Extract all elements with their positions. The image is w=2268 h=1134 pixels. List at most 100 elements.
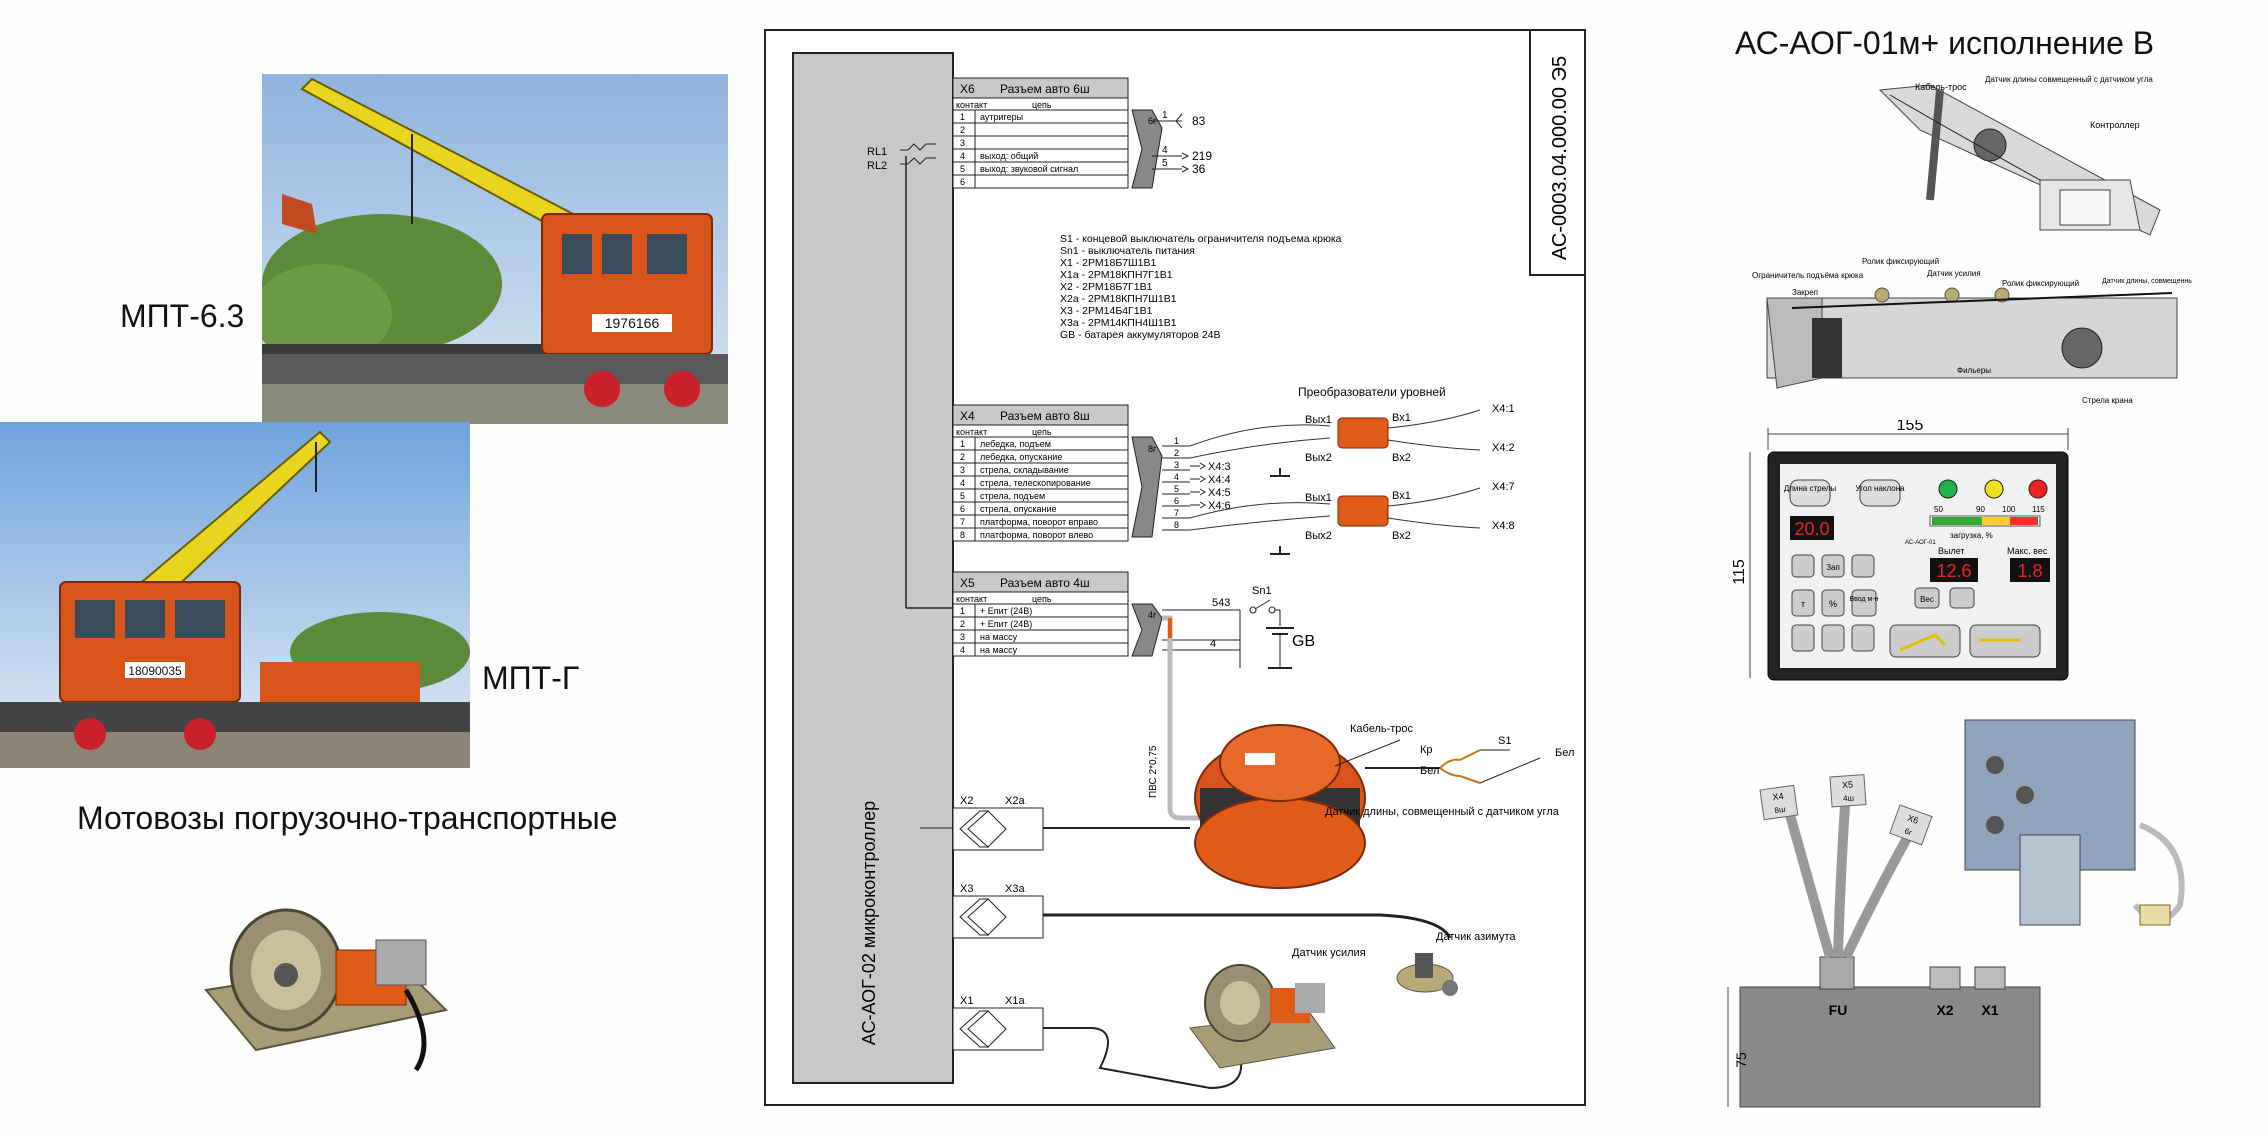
btn-zap[interactable]: Зап (1826, 563, 1840, 572)
connector-label: X1a (1005, 995, 1025, 1007)
svg-text:543: 543 (1212, 597, 1230, 609)
table-cell: 2 (960, 125, 965, 135)
load-scale-tick: 50 (1934, 505, 1943, 514)
btn-arrows[interactable] (1949, 587, 1975, 609)
table-cell: 5 (960, 491, 965, 501)
converters-title: Преобразователи уровней (1298, 385, 1446, 399)
connector-label: X2 (960, 795, 973, 807)
cable-rope-label: Кабель-трос (1350, 723, 1414, 735)
svg-text:контакт: контакт (956, 427, 987, 437)
load-scale-tick: 90 (1976, 505, 1985, 514)
btn-boom-left[interactable] (1889, 624, 1961, 658)
btn-tool[interactable] (1791, 554, 1815, 578)
table-cell: платформа, поворот вправо (980, 517, 1098, 527)
doc-number: АС-0003.04.000.00 Э5 (1549, 56, 1571, 260)
legend-line: X3a - 2РМ14КПН4Ш1В1 (1060, 317, 1177, 329)
x4-output: X4:6 (1208, 500, 1231, 512)
table-cell: на массу (980, 645, 1018, 655)
table-cell: 6 (960, 504, 965, 514)
conv-output: X4:1 (1492, 403, 1515, 415)
wire-number: 1 (1174, 436, 1179, 446)
svg-text:4ш: 4ш (1843, 793, 1854, 803)
table-cell: + Епит (24В) (980, 619, 1032, 629)
btn-down[interactable] (1821, 624, 1845, 652)
table-cell: 2 (960, 619, 965, 629)
load-scale-tick: 115 (2032, 505, 2045, 514)
table-cell: 4 (960, 645, 965, 655)
load-scale-tick: 100 (2002, 505, 2016, 514)
crane-mpt-g-photo: 18090035 (0, 422, 470, 768)
svg-text:X6: X6 (1906, 813, 1920, 826)
box-x2: X2 (1936, 1002, 1953, 1018)
table-cell: 4 (960, 478, 965, 488)
table-cell: стрела, складывание (980, 465, 1069, 475)
wiring-schematic: АС-0003.04.000.00 Э5 АС-АОГ-02 микроконт… (764, 29, 1586, 1106)
relay-rl2: RL2 (867, 160, 887, 172)
btn-crane[interactable] (1851, 554, 1875, 578)
azimuth-sensor-label: Датчик азимута (1436, 931, 1516, 943)
svg-text:Бел: Бел (1555, 747, 1574, 759)
svg-text:36: 36 (1192, 162, 1206, 176)
conv-label: Вых1 (1305, 414, 1332, 426)
connector-label: X3a (1005, 883, 1025, 895)
wire-number: 6 (1174, 496, 1179, 506)
relay-rl1: RL1 (867, 146, 887, 158)
svg-text:Разъем авто 8ш: Разъем авто 8ш (1000, 409, 1090, 423)
box-height-dim: 75 (1733, 1052, 1749, 1068)
conv-output: X4:7 (1492, 481, 1515, 493)
legend-line: X3 - 2РМ14Б4Г1В1 (1060, 305, 1153, 317)
btn-angle[interactable]: Угол наклона (1855, 484, 1905, 493)
btn-nb[interactable] (1791, 624, 1815, 652)
table-cell: 8 (960, 530, 965, 540)
svg-text:219: 219 (1192, 149, 1212, 163)
wire-number: 3 (1174, 460, 1179, 470)
table-cell: стрела, телескопирование (980, 478, 1091, 488)
svg-text:Датчик длины совмещенный с дат: Датчик длины совмещенный с датчиком угла (1985, 75, 2153, 84)
svg-text:6г: 6г (1903, 826, 1913, 837)
table-cell: 6 (960, 177, 965, 187)
table-cell: выход: общий (980, 151, 1038, 161)
connector-label: X1 (960, 995, 973, 1007)
table-cell: 1 (960, 606, 965, 616)
table-cell: 7 (960, 517, 965, 527)
connector-label: X2a (1005, 795, 1025, 807)
wire-number: 8 (1174, 520, 1179, 530)
conv-label: Вых2 (1305, 530, 1332, 542)
display-reach: 12.6 (1936, 561, 1971, 581)
table-cell: 3 (960, 138, 965, 148)
force-sensor-small (1189, 964, 1336, 1069)
right-title: АС-АОГ-01м+ исполнение В (1735, 25, 2155, 61)
legend-line: X1 - 2РМ18Б7Ш1В1 (1060, 257, 1157, 269)
gb-label: GB (1292, 633, 1315, 650)
svg-text:%[interactable]: % (1829, 599, 1837, 609)
conv-label: Вх2 (1392, 530, 1411, 542)
connector-label: X3 (960, 883, 973, 895)
table-cell: 4 (960, 151, 965, 161)
cab-boom-drawing: Кабель-трос Датчик длины совмещенный с д… (1878, 75, 2161, 236)
force-sensor-photo (204, 908, 449, 1072)
schematic-legend: S1 - концевой выключатель ограничителя п… (1060, 233, 1342, 341)
legend-line: GB - батарея аккумуляторов 24В (1060, 329, 1221, 341)
x5-connector-table: X5 Разъем авто 4ш контакт цепь 1+ Епит (… (952, 571, 1129, 657)
svg-text:т[interactable]: т (1801, 599, 1805, 609)
svg-text:цепь: цепь (1032, 427, 1052, 437)
svg-text:Разъем авто 6ш: Разъем авто 6ш (1000, 82, 1090, 96)
svg-text:Фильеры: Фильеры (1957, 366, 1991, 375)
btn-length[interactable]: Длина стрелы (1784, 484, 1837, 493)
crane2-number: 18090035 (128, 664, 182, 678)
btn-vvod[interactable]: Ввод м-н (1849, 596, 1878, 603)
svg-text:Разъем авто 4ш: Разъем авто 4ш (1000, 576, 1090, 590)
svg-text:4г: 4г (1148, 610, 1157, 620)
length-sensor-label: Датчик длины, совмещенный с датчиком угл… (1325, 806, 1560, 818)
btn-up[interactable] (1851, 624, 1875, 652)
svg-text:X5: X5 (1842, 779, 1854, 790)
box-x1: X1 (1981, 1002, 1998, 1018)
svg-text:4: 4 (1162, 145, 1168, 156)
btn-ves[interactable]: Вес (1920, 595, 1934, 604)
box-fu: FU (1829, 1002, 1848, 1018)
svg-text:Вылет: Вылет (1938, 546, 1965, 556)
